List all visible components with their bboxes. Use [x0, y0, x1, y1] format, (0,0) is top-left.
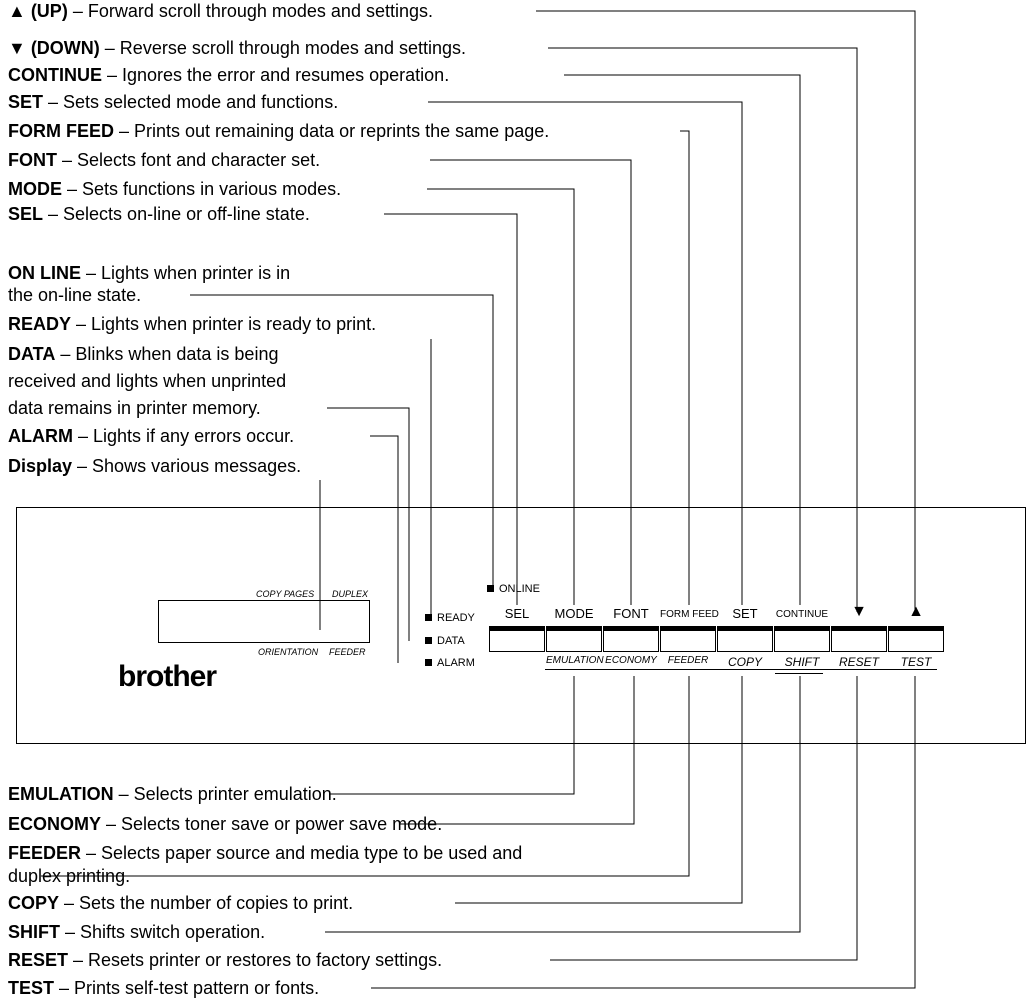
desc-down: ▼ (DOWN) – Reverse scroll through modes …	[8, 38, 466, 58]
key-label-sel: SEL	[504, 606, 530, 621]
desc-data-cont-2: data remains in printer memory.	[8, 398, 261, 418]
desc-copy: COPY – Sets the number of copies to prin…	[8, 893, 354, 913]
sublabel-underline	[545, 669, 937, 670]
lcd-label-duplex: DUPLEX	[332, 589, 369, 599]
desc-set: SET – Sets selected mode and functions.	[8, 92, 339, 112]
desc-online-cont: the on-line state.	[8, 285, 142, 305]
desc-up: ▲ (UP) – Forward scroll through modes an…	[8, 1, 433, 21]
desc-alarm: ALARM – Lights if any errors occur.	[8, 426, 295, 446]
desc-feeder: FEEDER – Selects paper source and media …	[8, 843, 523, 863]
down-button[interactable]	[831, 626, 887, 652]
desc-continue: CONTINUE – Ignores the error and resumes…	[8, 65, 450, 85]
led-data: DATA	[425, 635, 465, 647]
font-button[interactable]	[603, 626, 659, 652]
lcd-label-copy-pages: COPY PAGES	[256, 589, 315, 599]
key-label-up: ▲	[908, 603, 924, 620]
desc-font: FONT – Selects font and character set.	[8, 150, 321, 170]
up-button[interactable]	[888, 626, 944, 652]
led-online: ONLINE	[487, 583, 540, 595]
desc-data: DATA – Blinks when data is being	[8, 344, 279, 364]
sublabel-economy: ECONOMY	[605, 655, 657, 666]
desc-data-cont-1: received and lights when unprinted	[8, 371, 287, 391]
key-label-down: ▼	[851, 603, 867, 620]
sublabel-shift: SHIFT	[784, 655, 820, 669]
led-ready: READY	[425, 612, 475, 624]
control-panel	[16, 507, 1026, 744]
sel-button[interactable]	[489, 626, 545, 652]
key-label-mode: MODE	[554, 606, 594, 621]
desc-emulation: EMULATION – Selects printer emulation.	[8, 784, 337, 804]
key-label-continue: CONTINUE	[775, 609, 829, 620]
desc-form-feed: FORM FEED – Prints out remaining data or…	[8, 121, 550, 141]
lcd-display	[158, 600, 370, 643]
sublabel-feeder: FEEDER	[667, 655, 709, 666]
sublabel-copy: COPY	[727, 655, 762, 669]
desc-display: Display – Shows various messages.	[8, 456, 302, 476]
desc-online: ON LINE – Lights when printer is in	[8, 263, 291, 283]
continue-button[interactable]	[774, 626, 830, 652]
desc-sel: SEL – Selects on-line or off-line state.	[8, 204, 310, 224]
desc-economy: ECONOMY – Selects toner save or power sa…	[8, 814, 443, 834]
sublabel-emulation: EMULATION	[546, 655, 604, 666]
sublabel-reset: RESET	[838, 655, 879, 669]
desc-test: TEST – Prints self-test pattern or fonts…	[8, 978, 320, 998]
key-label-set: SET	[732, 606, 758, 621]
desc-feeder-cont: duplex printing.	[8, 866, 131, 886]
lcd-label-orientation: ORIENTATION	[258, 647, 319, 657]
desc-reset: RESET – Resets printer or restores to fa…	[8, 950, 443, 970]
lcd-label-feeder: FEEDER	[329, 647, 366, 657]
mode-button[interactable]	[546, 626, 602, 652]
led-alarm: ALARM	[425, 657, 475, 669]
key-label-form-feed: FORM FEED	[660, 609, 719, 620]
desc-shift: SHIFT – Shifts switch operation.	[8, 922, 266, 942]
key-label-font: FONT	[613, 606, 649, 621]
form-feed-button[interactable]	[660, 626, 716, 652]
brother-logo: brother	[118, 660, 217, 693]
set-button[interactable]	[717, 626, 773, 652]
shift-underline	[775, 673, 823, 674]
sublabel-test: TEST	[900, 655, 932, 669]
desc-ready: READY – Lights when printer is ready to …	[8, 314, 377, 334]
desc-mode: MODE – Sets functions in various modes.	[8, 179, 342, 199]
